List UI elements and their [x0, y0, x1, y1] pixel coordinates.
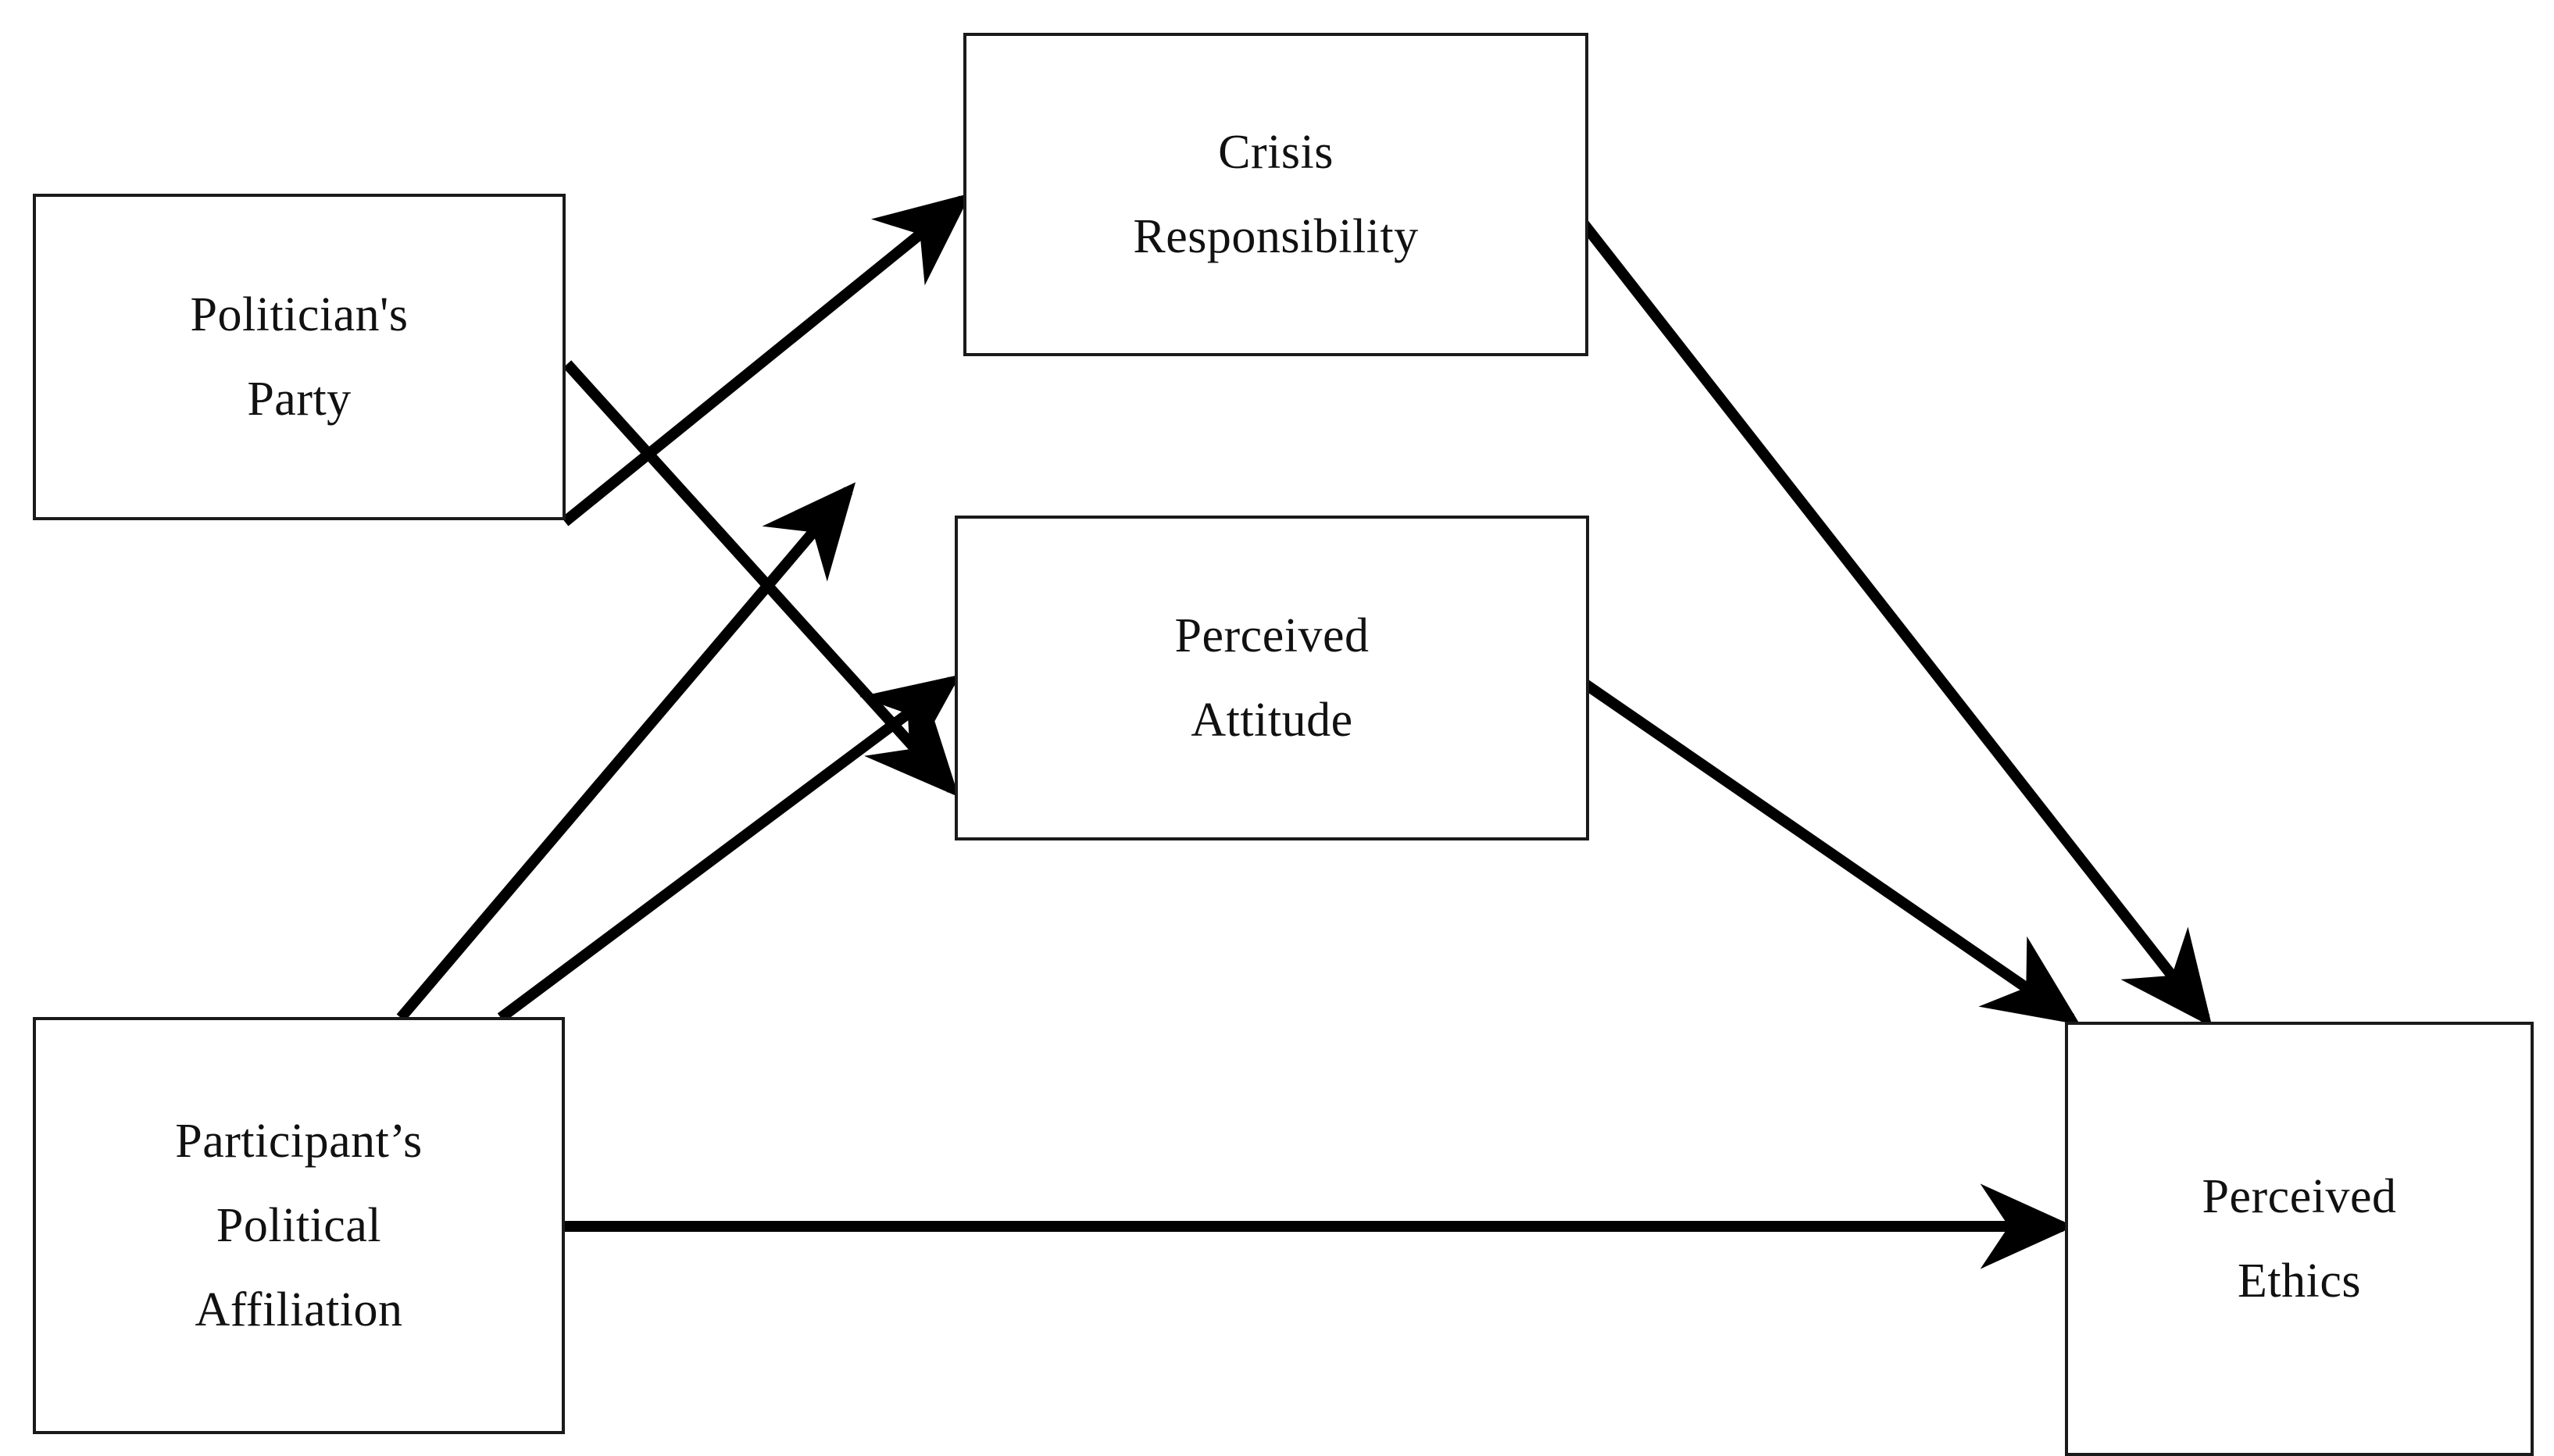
edge-attitude-to-ethics: [1556, 662, 2081, 1025]
edge-party-to-responsibility: [561, 193, 971, 526]
edge-affiliation-to-responsibility: [396, 482, 856, 1022]
edge-affiliation-to-attitude: [497, 674, 961, 1022]
node-participants-political-affiliation: Participant’s Political Affiliation: [33, 1017, 565, 1434]
node-label-line: Perceived: [2202, 1170, 2397, 1223]
node-label-line: Ethics: [2238, 1254, 2361, 1308]
node-label-line: Attitude: [1191, 694, 1353, 747]
node-perceived-attitude: Perceived Attitude: [955, 516, 1589, 840]
node-politicians-party: Politician's Party: [33, 194, 566, 520]
node-label-line: Perceived: [1174, 609, 1370, 662]
node-perceived-ethics: Perceived Ethics: [2065, 1022, 2534, 1456]
node-label-line: Responsibility: [1133, 210, 1419, 263]
node-label-line: Participant’s: [175, 1115, 423, 1168]
node-label-line: Affiliation: [195, 1283, 403, 1336]
node-crisis-responsibility: Crisis Responsibility: [963, 33, 1588, 356]
node-label-line: Politician's: [190, 288, 409, 341]
edge-responsibility-to-ethics: [1556, 190, 2213, 1028]
node-label-line: Crisis: [1218, 126, 1334, 179]
node-label-line: Political: [216, 1199, 382, 1252]
node-label-line: Party: [247, 373, 352, 426]
